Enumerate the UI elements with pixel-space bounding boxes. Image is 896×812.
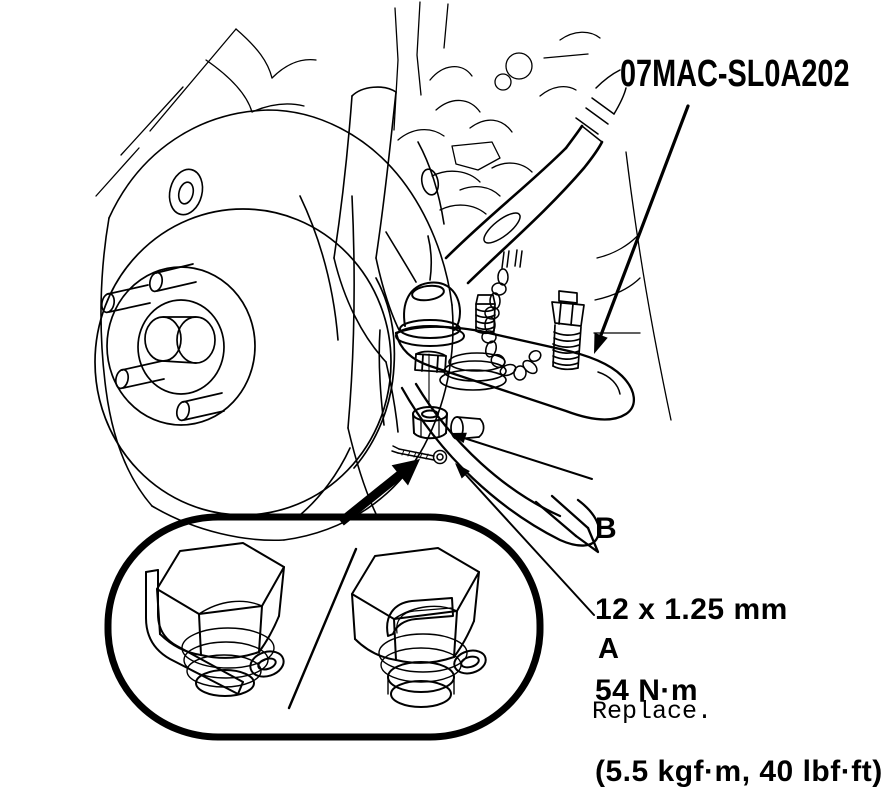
callout-b-spec-torque: 54 N·m xyxy=(595,674,699,707)
callout-a-block: A Replace. xyxy=(592,599,712,743)
tool-plate xyxy=(394,325,635,421)
callout-a-arrow xyxy=(455,463,595,616)
cotter-pin xyxy=(391,445,448,465)
castle-nut xyxy=(412,406,448,440)
ball-joint-boot xyxy=(395,281,465,347)
safety-chain xyxy=(481,249,542,381)
inset-nut-pin-bent xyxy=(145,542,285,697)
technical-illustration xyxy=(94,1,690,741)
ball-joint-remover-tool xyxy=(394,249,635,554)
wheel-studs xyxy=(100,263,225,422)
detail-inset xyxy=(104,513,544,741)
tool-part-number-label: 07MAC-SL0A202 xyxy=(620,53,850,95)
inset-outline xyxy=(104,513,544,741)
callout-b-spec-torque-alt: (5.5 kgf·m, 40 lbf·ft) xyxy=(595,755,883,788)
spring-washers xyxy=(439,352,507,391)
callout-b-spec-size: 12 x 1.25 mm xyxy=(595,593,788,626)
fender-line xyxy=(593,151,672,421)
callout-a-letter: A xyxy=(598,633,619,665)
inset-nut-pin-new xyxy=(351,547,487,708)
callout-b-letter: B xyxy=(595,512,618,545)
lower-arm-nut xyxy=(414,350,447,373)
brake-hose xyxy=(444,69,627,285)
splash-shield xyxy=(100,109,454,542)
hub-center-bore xyxy=(144,316,216,364)
tool-press-bolt xyxy=(551,290,585,371)
engine-bay-lines xyxy=(95,1,601,215)
tool-fork xyxy=(400,382,601,554)
callout-a-note: Replace. xyxy=(592,697,713,726)
divider-slash xyxy=(287,547,358,710)
steering-knuckle xyxy=(333,86,445,519)
tool-pointer-arrow xyxy=(594,104,690,354)
inset-pointer-arrow xyxy=(338,459,420,526)
brake-disc xyxy=(94,208,396,516)
callout-b-arrow xyxy=(450,432,593,480)
ball-joint-stud-parts xyxy=(391,353,485,465)
stud-cylinder xyxy=(450,416,485,440)
